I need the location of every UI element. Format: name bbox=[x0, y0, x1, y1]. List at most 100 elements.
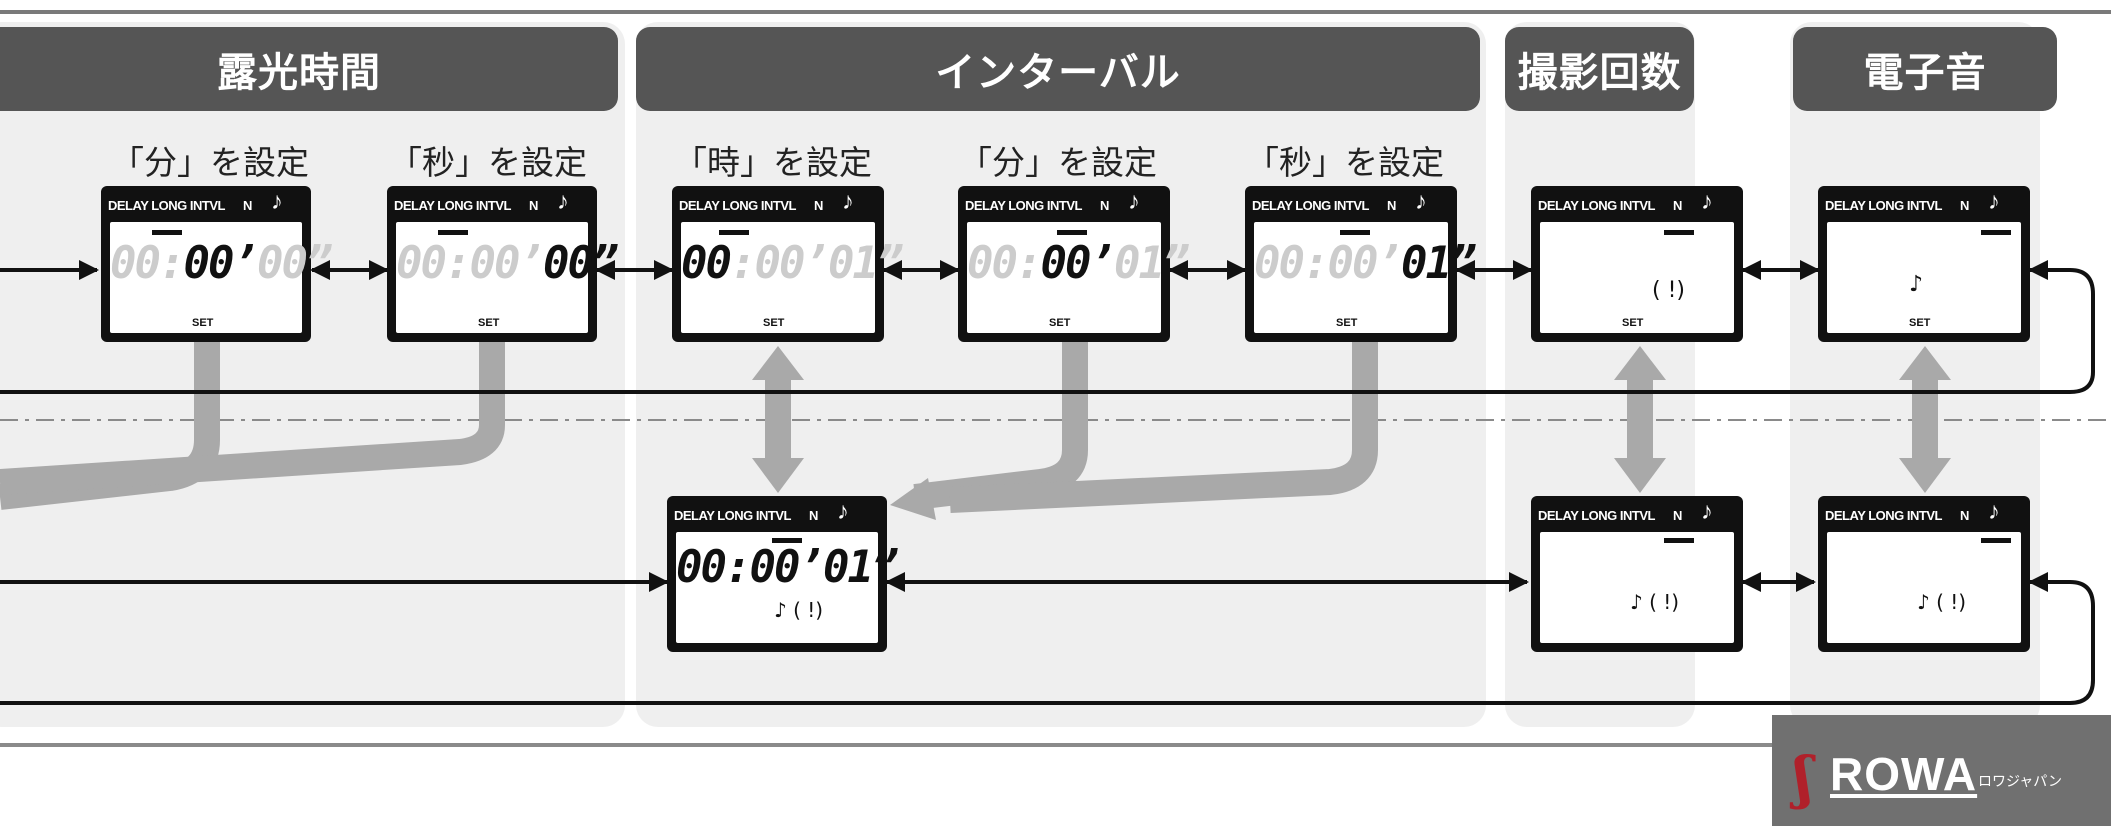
lcd-cursor bbox=[438, 230, 468, 235]
lcd-interval-sec: DELAY LONG INTVL N ♪ 00:00’01” SET bbox=[1245, 186, 1476, 342]
lcd-cursor bbox=[1981, 230, 2011, 235]
rowa-logo-name: ROWA bbox=[1830, 748, 1978, 800]
note-icon: ♪ bbox=[1128, 188, 1140, 215]
lcd-cursor bbox=[772, 538, 802, 543]
lcd-n-label: N bbox=[809, 508, 818, 523]
note-icon: ♪ bbox=[1988, 188, 2000, 215]
lcd-cursor bbox=[1981, 538, 2011, 543]
rowa-logo-icon: ʃ bbox=[1794, 745, 1813, 811]
lcd-status-bar: DELAY LONG INTVL bbox=[679, 198, 796, 213]
lcd-n-label: N bbox=[1100, 198, 1109, 213]
lcd-cursor bbox=[1340, 230, 1370, 235]
beep-header: 電子音 bbox=[1793, 27, 2057, 111]
note-icon: ♪ bbox=[1988, 498, 2000, 525]
return-arrowhead-int bbox=[890, 478, 936, 520]
lcd-n-label: N bbox=[1960, 508, 1969, 523]
note-icon: ♪ bbox=[271, 188, 283, 215]
lcd-n-label: N bbox=[1960, 198, 1969, 213]
note-icon: ♪ bbox=[1415, 188, 1427, 215]
lcd-cursor bbox=[1664, 538, 1694, 543]
toggle-arrowhead-int-up bbox=[752, 346, 804, 380]
return-arrow-int-min bbox=[913, 342, 1088, 510]
rowa-logo-kana: ロワジャパン bbox=[1978, 774, 2062, 790]
interval-header: インターバル bbox=[636, 27, 1480, 111]
lcd-digits-active: 00” bbox=[542, 238, 618, 289]
lcd-status-bar: DELAY LONG INTVL bbox=[1538, 508, 1655, 523]
lcd-sub-display: ♪ ( !) bbox=[774, 598, 824, 622]
note-icon: ♪ bbox=[557, 188, 569, 215]
step-exposure-min: 「分」を設定 bbox=[111, 143, 309, 182]
lcd-status-bar: DELAY LONG INTVL bbox=[1825, 198, 1942, 213]
lcd-cursor bbox=[1664, 230, 1694, 235]
lcd-set-label: SET bbox=[192, 317, 214, 329]
lcd-interval-result: DELAY LONG INTVL N ♪ 00:00’01” ♪ ( !) bbox=[667, 496, 898, 652]
exposure-header: 露光時間 bbox=[0, 27, 618, 111]
lcd-set-label: SET bbox=[1909, 317, 1931, 329]
return-arrow-exp-sec bbox=[0, 342, 505, 495]
lcd-set-label: SET bbox=[1336, 317, 1358, 329]
shots-header: 撮影回数 bbox=[1505, 27, 1694, 111]
lcd-shot-count: ( !) bbox=[1652, 278, 1685, 303]
lcd-digits-dim: 01” bbox=[1113, 238, 1189, 289]
lcd-set-label: SET bbox=[1049, 317, 1071, 329]
lcd-digits-dim: 00: bbox=[110, 238, 185, 289]
lcd-digits-active: 00 bbox=[681, 238, 732, 289]
rowa-logo: ʃ ROWA ロワジャパン bbox=[1772, 715, 2111, 826]
lcd-interval-hour: DELAY LONG INTVL N ♪ 00:00’01” SET bbox=[672, 186, 903, 342]
top-rule bbox=[0, 10, 2111, 14]
lcd-beep-result: DELAY LONG INTVL N ♪ ♪ ( !) bbox=[1818, 496, 2030, 652]
step-interval-hour: 「時」を設定 bbox=[674, 143, 872, 182]
lcd-sub-display: ♪ ( !) bbox=[1917, 590, 1967, 614]
lcd-set-label: SET bbox=[1622, 317, 1644, 329]
lcd-digits-dim: 00” bbox=[256, 238, 332, 289]
toggle-arrowhead-int-down bbox=[752, 458, 804, 493]
lcd-set-label: SET bbox=[478, 317, 500, 329]
note-icon: ♪ bbox=[1909, 272, 1924, 297]
flow-beep-loop-bottom bbox=[0, 572, 2095, 705]
step-interval-sec: 「秒」を設定 bbox=[1246, 143, 1444, 182]
flow-beep-loop-top bbox=[0, 260, 2095, 394]
lcd-n-label: N bbox=[1673, 198, 1682, 213]
lcd-cursor bbox=[152, 230, 182, 235]
lcd-interval-min: DELAY LONG INTVL N ♪ 00:00’01” SET bbox=[958, 186, 1189, 342]
bottom-rule bbox=[0, 743, 2111, 747]
lcd-n-label: N bbox=[243, 198, 252, 213]
lcd-digits-active: 01” bbox=[1400, 238, 1476, 289]
lcd-status-bar: DELAY LONG INTVL bbox=[1825, 508, 1942, 523]
lcd-n-label: N bbox=[1387, 198, 1396, 213]
lcd-digits-dim: 00:00’ bbox=[1254, 238, 1403, 289]
lcd-set-label: SET bbox=[763, 317, 785, 329]
lcd-sub-display: ♪ ( !) bbox=[1630, 590, 1680, 614]
lcd-digits-active: 00’ bbox=[1040, 238, 1115, 289]
lcd-n-label: N bbox=[814, 198, 823, 213]
toggle-arrowhead-shots-up bbox=[1614, 346, 1666, 380]
lcd-status-bar: DELAY LONG INTVL bbox=[108, 198, 225, 213]
toggle-arrowhead-shots-down bbox=[1614, 458, 1666, 493]
lcd-n-label: N bbox=[529, 198, 538, 213]
lcd-digits-active: 00’ bbox=[183, 238, 258, 289]
lcd-digits-dim: 00:00’ bbox=[396, 238, 545, 289]
note-icon: ♪ bbox=[1701, 188, 1713, 215]
lcd-status-bar: DELAY LONG INTVL bbox=[674, 508, 791, 523]
lcd-status-bar: DELAY LONG INTVL bbox=[394, 198, 511, 213]
lcd-digits-dim: 00: bbox=[967, 238, 1042, 289]
note-icon: ♪ bbox=[842, 188, 854, 215]
lcd-digits-dim: :00’01” bbox=[729, 238, 903, 289]
lcd-n-label: N bbox=[1673, 508, 1682, 523]
toggle-arrowhead-beep-down bbox=[1899, 458, 1951, 493]
step-exposure-sec: 「秒」を設定 bbox=[389, 143, 587, 182]
exposure-panel bbox=[0, 22, 625, 727]
lcd-shots-set: DELAY LONG INTVL N ♪ ( !) SET bbox=[1531, 186, 1743, 342]
lcd-exposure-sec: DELAY LONG INTVL N ♪ 00:00’00” SET bbox=[387, 186, 618, 342]
lcd-status-bar: DELAY LONG INTVL bbox=[965, 198, 1082, 213]
step-interval-min: 「分」を設定 bbox=[959, 143, 1157, 182]
lcd-digits-active: 00:00’01” bbox=[676, 542, 898, 593]
note-icon: ♪ bbox=[1701, 498, 1713, 525]
lcd-status-bar: DELAY LONG INTVL bbox=[1252, 198, 1369, 213]
return-arrow-int-sec bbox=[949, 342, 1378, 513]
lcd-exposure-min: DELAY LONG INTVL N ♪ 00:00’00” SET bbox=[101, 186, 332, 342]
note-icon: ♪ bbox=[837, 498, 849, 525]
lcd-cursor bbox=[1057, 230, 1087, 235]
lcd-status-bar: DELAY LONG INTVL bbox=[1538, 198, 1655, 213]
